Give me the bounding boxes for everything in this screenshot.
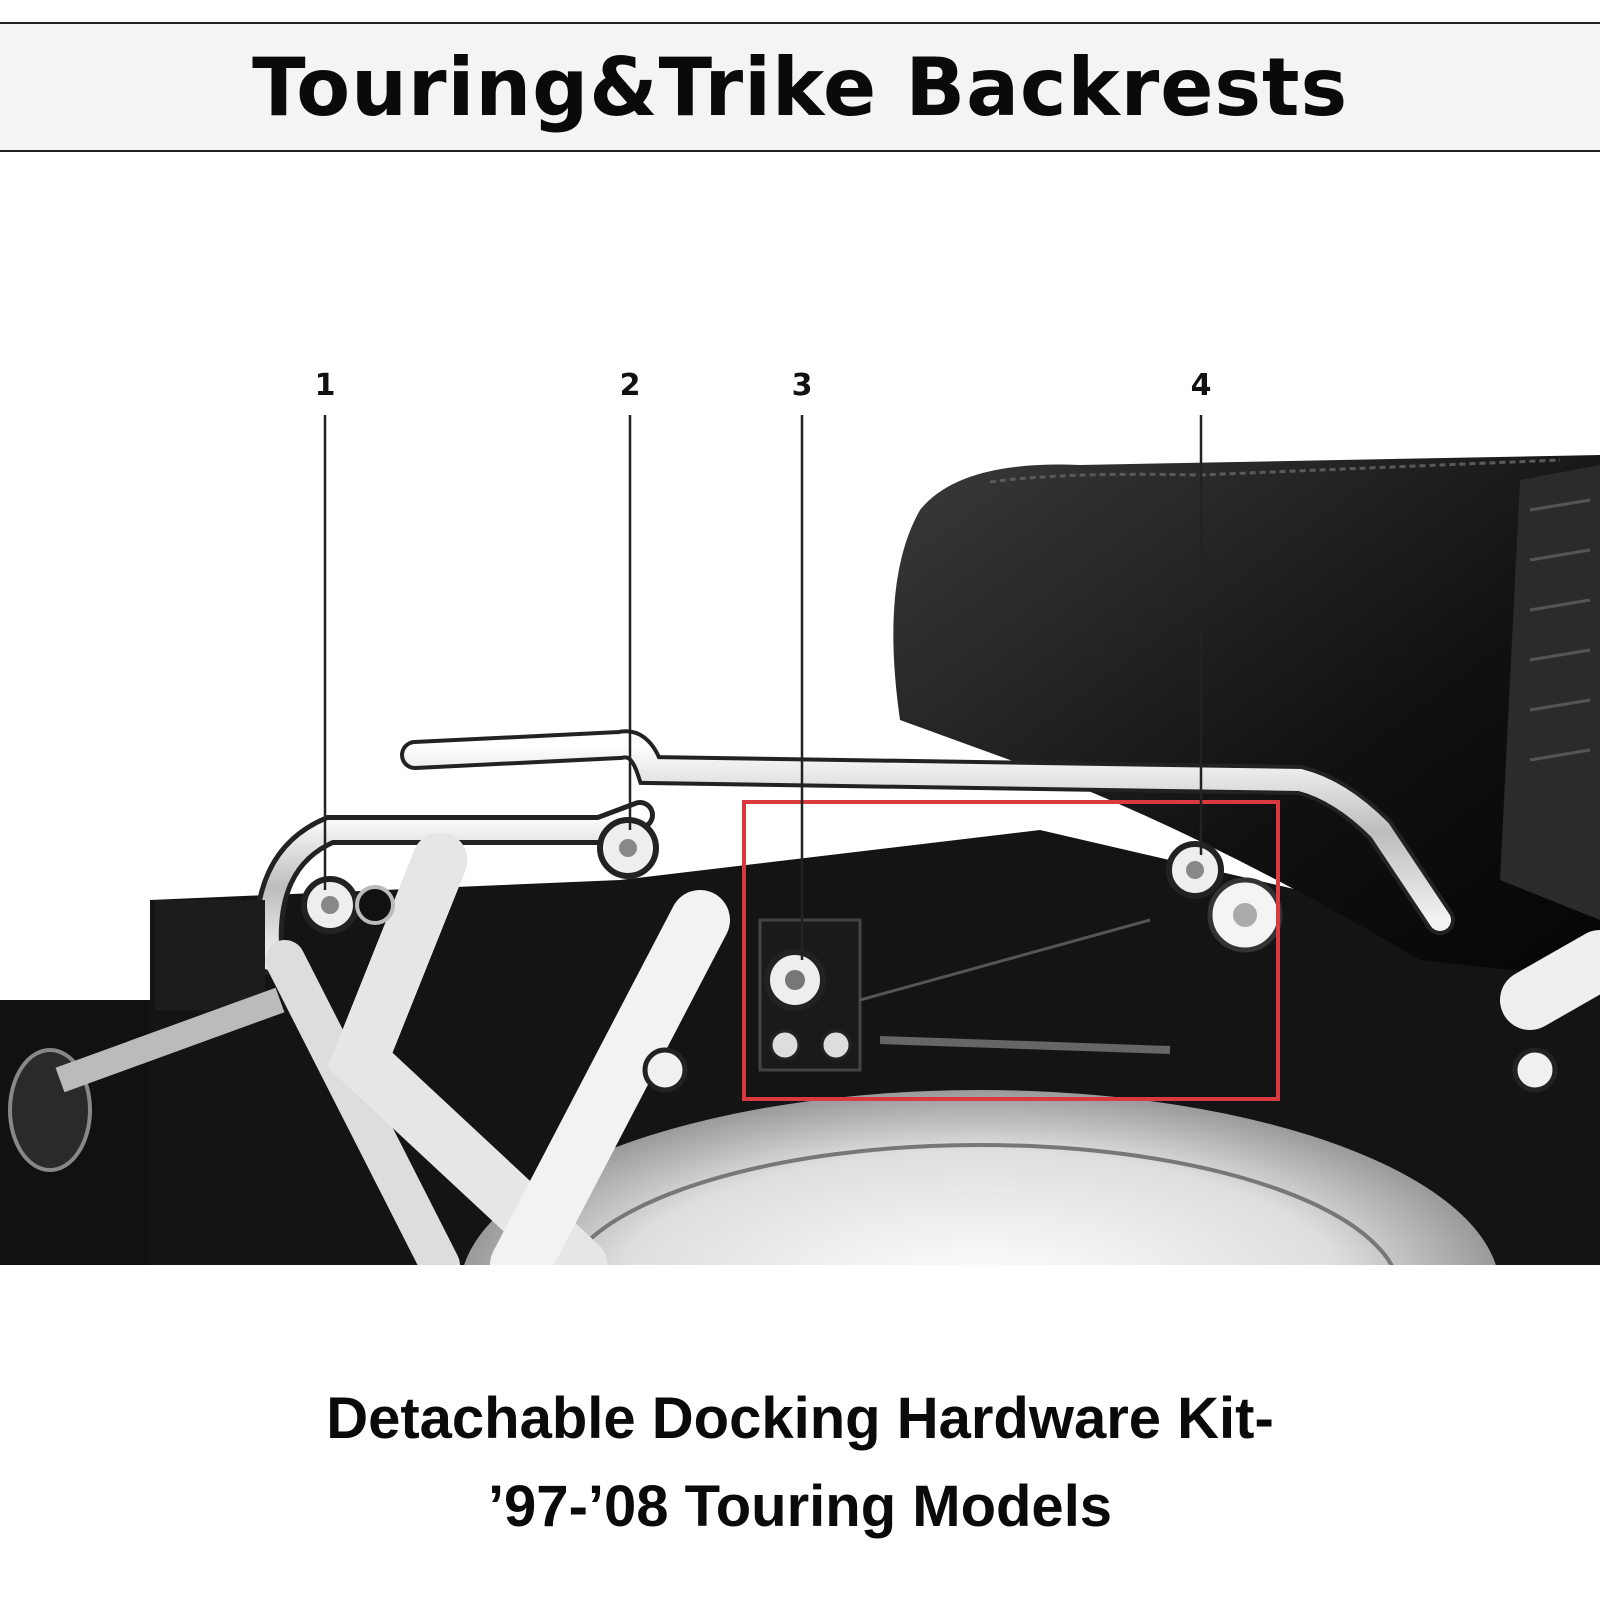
motorcycle-hardware-illustration: 1 2 3 4	[0, 368, 1600, 1265]
rear-wheel	[464, 1090, 1496, 1265]
title-banner: Touring&Trike Backrests	[0, 22, 1600, 152]
callout-number-2: 2	[620, 368, 641, 403]
caption-line-1: Detachable Docking Hardware Kit-	[326, 1386, 1274, 1451]
tail-light	[8, 900, 285, 1172]
highlight-box	[742, 800, 1280, 1101]
callout-number-4: 4	[1191, 368, 1212, 403]
product-photo: 1 2 3 4	[0, 360, 1600, 1265]
bolt-heads	[301, 817, 1558, 1093]
callout-number-1: 1	[315, 368, 336, 403]
docking-bracket	[758, 918, 1171, 1072]
page-title: Touring&Trike Backrests	[252, 40, 1348, 134]
caption-line-2: ’97-’08 Touring Models	[487, 1474, 1113, 1539]
callout-leaders	[323, 415, 1203, 960]
callout-number-3: 3	[792, 368, 813, 403]
backrest-seat	[893, 455, 1600, 980]
